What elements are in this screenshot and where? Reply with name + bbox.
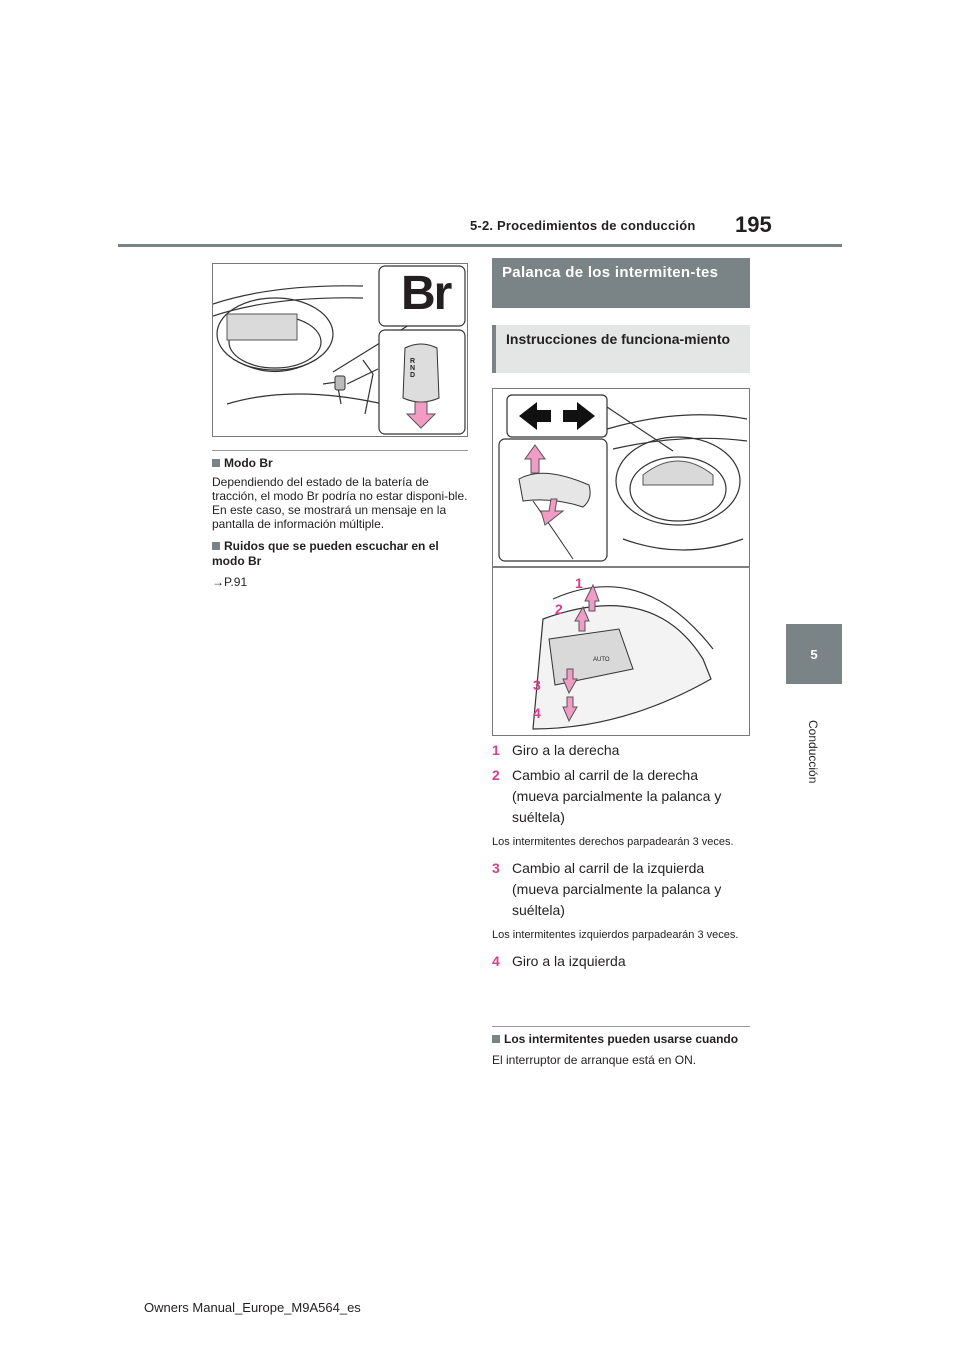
square-bullet-icon xyxy=(492,1035,500,1043)
note-heading: Modo Br xyxy=(212,456,470,471)
note-rule xyxy=(492,1026,750,1027)
footer-text: Owners Manual_Europe_M9A564_es xyxy=(144,1300,361,1315)
note-rule xyxy=(212,450,468,451)
chapter-label: Conducción xyxy=(806,720,820,784)
br-mode-figure: Br R N D xyxy=(212,263,468,437)
step-note: Los intermitentes izquierdos parpadearán… xyxy=(492,929,739,941)
square-bullet-icon xyxy=(212,542,220,550)
availability-note: Los intermitentes pueden usarse cuando E… xyxy=(492,1032,750,1067)
square-bullet-icon xyxy=(212,459,220,467)
br-label: Br xyxy=(401,267,452,320)
callout-4: 4 xyxy=(533,705,541,721)
note-body: El interruptor de arranque está en ON. xyxy=(492,1053,697,1067)
turn-signal-figure: 1 2 3 4 AUTO xyxy=(492,388,750,736)
dashboard-illustration xyxy=(213,265,466,435)
shift-letter-d: D xyxy=(410,372,416,379)
shift-letters: R N D xyxy=(410,358,415,379)
chapter-tab: 5 xyxy=(786,624,842,684)
page-number: 195 xyxy=(735,212,772,237)
note-heading: Ruidos que se pueden escuchar en el modo… xyxy=(212,539,439,568)
callout-2: 2 xyxy=(555,601,563,617)
section-heading: Palanca de los intermiten-tes xyxy=(492,258,750,308)
header-rule xyxy=(118,244,842,247)
callout-1: 1 xyxy=(575,575,583,591)
note-heading: Los intermitentes pueden usarse cuando xyxy=(492,1032,750,1047)
shift-letter-r: R xyxy=(410,358,416,365)
turn-signal-illustration xyxy=(493,394,749,730)
section-title: 5-2. Procedimientos de conducción xyxy=(470,218,696,233)
note-body: Dependiendo del estado de la batería de … xyxy=(212,475,468,531)
page-reference: →P.91 xyxy=(212,575,248,589)
auto-switch-label: AUTO xyxy=(593,657,610,663)
subsection-heading: Instrucciones de funciona-miento xyxy=(492,325,750,373)
left-notes: Modo Br Dependiendo del estado de la bat… xyxy=(212,456,470,589)
callout-3: 3 xyxy=(533,677,541,693)
shift-letter-n: N xyxy=(410,365,416,372)
step-note: Los intermitentes derechos parpadearán 3… xyxy=(492,836,734,848)
